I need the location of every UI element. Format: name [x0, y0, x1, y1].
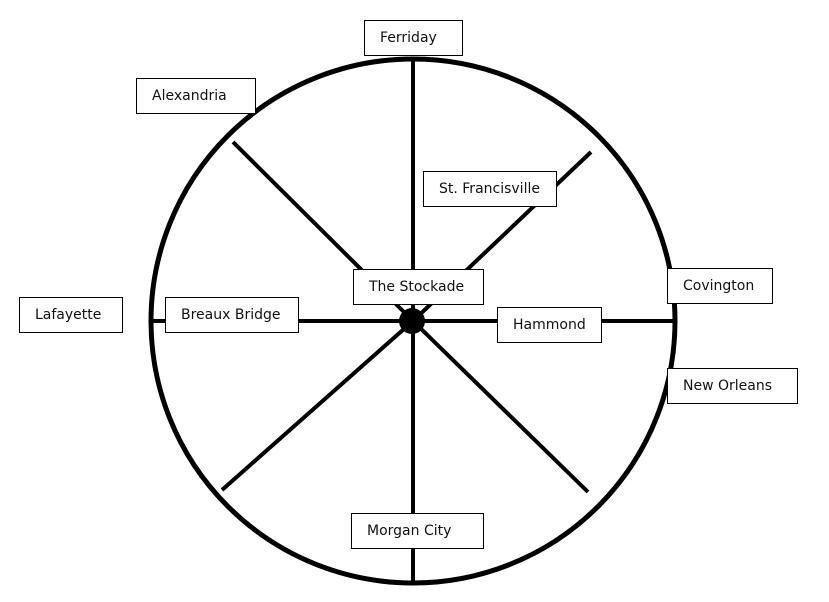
label-new-orleans-text: New Orleans	[683, 378, 773, 394]
wheel-hub	[399, 308, 425, 334]
label-hammond-text: Hammond	[513, 317, 586, 333]
label-ferriday: Ferriday	[364, 20, 463, 56]
label-ferriday-text: Ferriday	[380, 30, 437, 46]
label-covington: Covington	[667, 268, 773, 304]
label-morgan-city: Morgan City	[351, 513, 484, 549]
label-lafayette-text: Lafayette	[35, 307, 102, 323]
label-st-francisville-text: St. Francisville	[439, 181, 540, 197]
label-hammond: Hammond	[497, 307, 602, 343]
label-st-francisville: St. Francisville	[423, 171, 557, 207]
label-lafayette: Lafayette	[19, 297, 123, 333]
label-breaux-bridge: Breaux Bridge	[165, 297, 299, 333]
label-the-stockade: The Stockade	[353, 269, 484, 305]
spoke-southwest	[220, 319, 415, 492]
label-alexandria-text: Alexandria	[152, 88, 227, 104]
label-morgan-city-text: Morgan City	[367, 523, 452, 539]
label-alexandria: Alexandria	[136, 78, 256, 114]
label-the-stockade-text: The Stockade	[369, 279, 465, 295]
label-covington-text: Covington	[683, 278, 755, 294]
spoke-southeast	[411, 319, 590, 494]
label-breaux-bridge-text: Breaux Bridge	[181, 307, 281, 323]
label-new-orleans: New Orleans	[667, 368, 798, 404]
